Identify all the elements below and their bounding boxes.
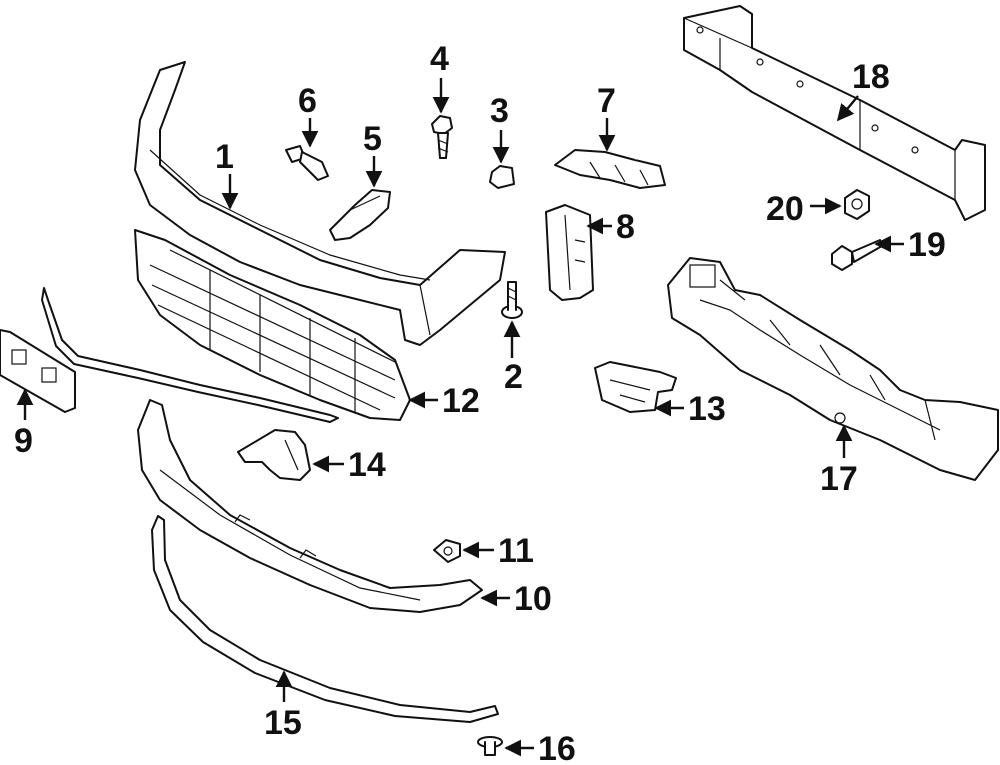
callout-label-5: 5 [363,120,382,158]
callout-2: 2 [503,320,523,396]
callout-18: 18 [836,58,890,122]
callout-14: 14 [312,446,386,484]
part-8-guide-bracket [545,204,594,301]
part-15-lower-lip [151,515,499,723]
callout-label-18: 18 [852,58,890,96]
part-7-side-bracket [554,149,666,189]
callout-11: 11 [462,532,534,570]
callout-label-1: 1 [215,138,234,176]
callout-6: 6 [298,82,319,148]
part-4-bolt [431,115,453,159]
callout-15: 15 [264,670,302,742]
callout-label-2: 2 [504,358,523,396]
callout-label-13: 13 [688,390,726,428]
callout-20: 20 [766,190,842,228]
part-6-rivet [285,145,329,181]
part-19-bolt [831,239,883,271]
callout-label-20: 20 [766,190,804,228]
callout-label-6: 6 [298,82,317,120]
part-13-lamp-bracket [594,361,677,413]
callout-16: 16 [504,730,576,765]
callout-label-4: 4 [430,40,449,78]
callout-3: 3 [490,92,510,164]
part-18-reinforcement-beam [683,5,986,221]
part-16-push-pin [477,736,503,756]
callout-13: 13 [654,390,726,428]
callout-label-3: 3 [490,92,509,130]
part-9-plate-bracket [0,329,76,413]
callout-label-15: 15 [264,704,302,742]
part-3-nut-clip [489,165,515,189]
callout-label-7: 7 [597,82,616,120]
callout-label-8: 8 [616,208,635,246]
lower-trim-strip [41,287,339,423]
callout-label-19: 19 [908,226,946,264]
callout-19: 19 [874,226,946,264]
callout-17: 17 [820,424,858,498]
callout-label-10: 10 [514,580,552,618]
part-20-nut [844,189,870,220]
callout-label-14: 14 [348,446,386,484]
part-11-clip [433,539,461,563]
part-12-grille [134,229,411,421]
part-10-lower-valance [137,399,483,613]
callout-10: 10 [480,580,552,618]
callout-4: 4 [430,40,450,114]
part-2-screw [501,281,523,319]
callout-5: 5 [363,120,383,188]
callout-label-16: 16 [538,730,576,765]
part-1-bumper-cover [134,61,506,346]
callout-7: 7 [597,82,616,152]
part-17-energy-absorber [667,257,999,481]
callout-1: 1 [215,138,239,210]
callout-9: 9 [14,388,34,460]
part-5-bracket [329,189,391,241]
callout-label-11: 11 [498,532,534,570]
callout-label-9: 9 [14,422,33,460]
callout-8: 8 [586,208,635,246]
part-14-fog-bezel [237,429,311,481]
callout-label-12: 12 [442,382,480,420]
callout-12: 12 [408,382,480,420]
callout-label-17: 17 [820,460,858,498]
